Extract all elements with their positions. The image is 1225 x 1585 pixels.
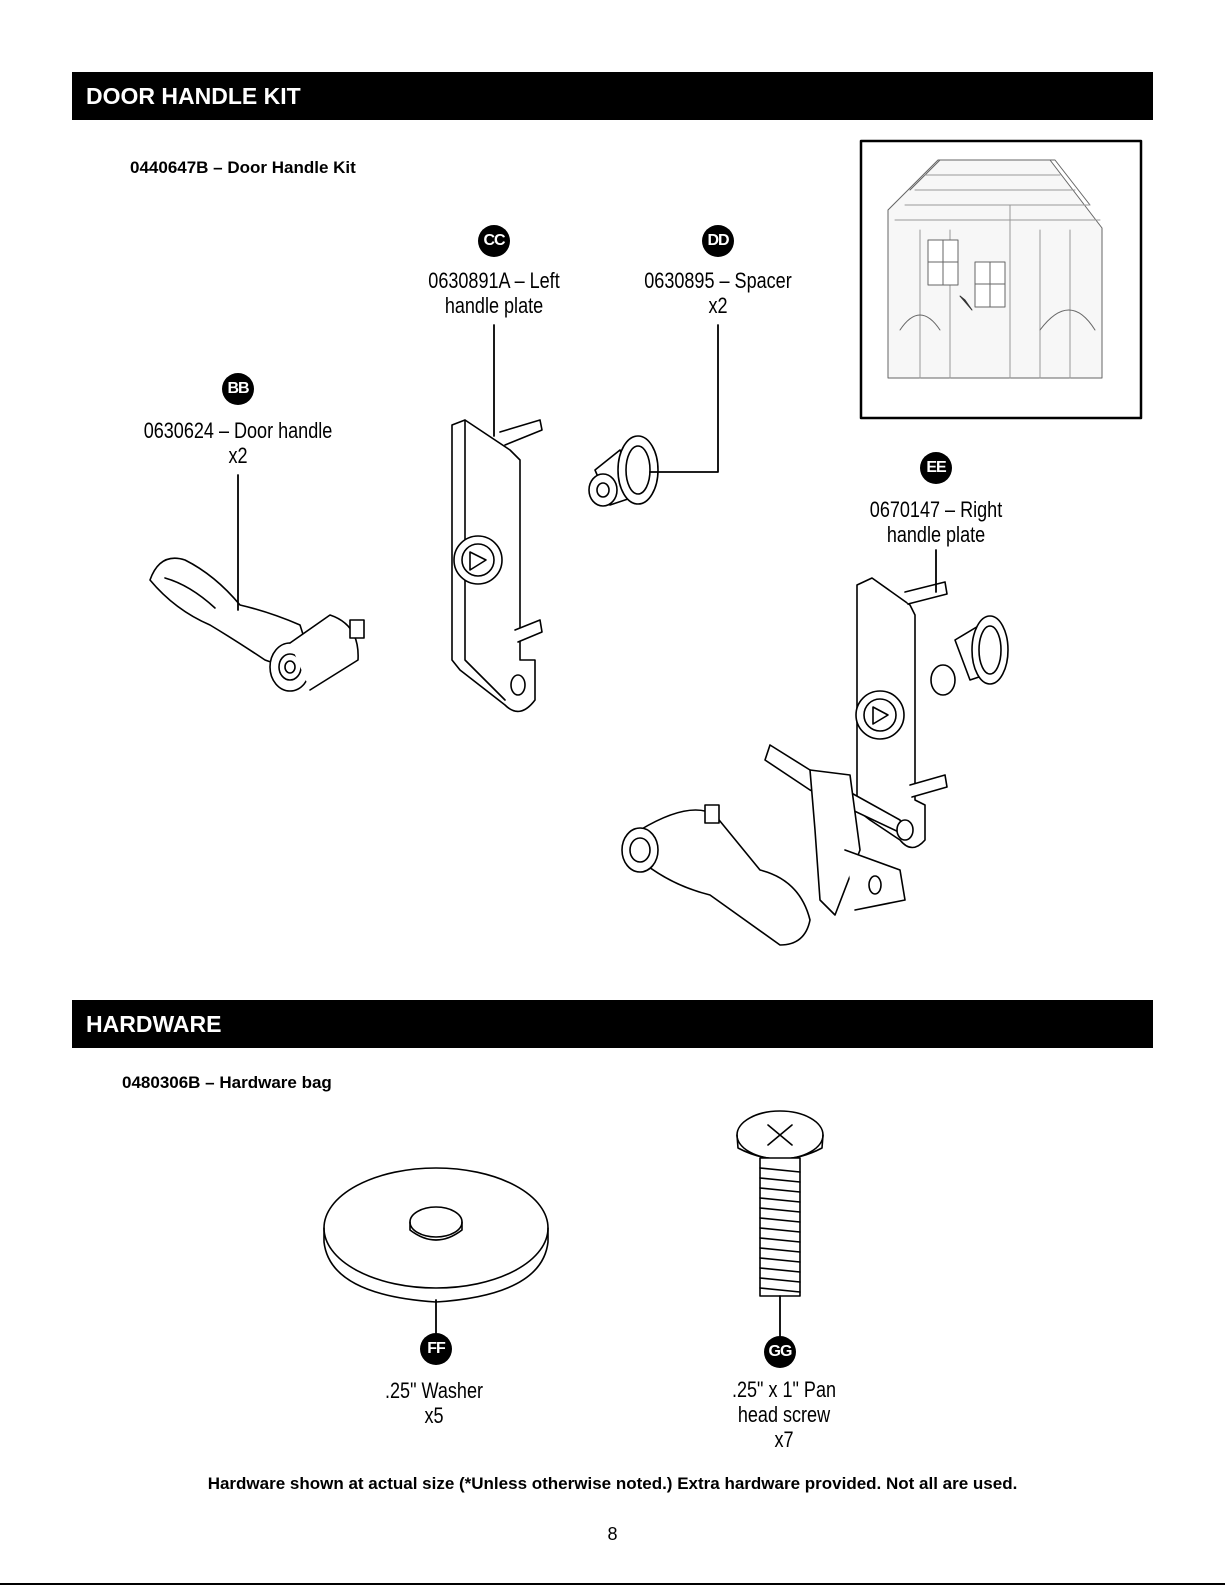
bottom-rule — [0, 1583, 1225, 1585]
door-handle-icon — [149, 557, 365, 692]
part-label-bb: 0630624 – Door handle x2 — [140, 418, 337, 468]
shed-illustration — [859, 139, 1143, 420]
kit-label: 0440647B – Door Handle Kit — [130, 158, 356, 177]
leader-lines — [237, 324, 937, 1337]
part-label-cc: 0630891A – Left handle plate — [404, 268, 584, 318]
door-handle-icon — [621, 804, 811, 946]
part-gg-name: .25" x 1" Pan — [731, 1377, 837, 1402]
pan-head-screw-icon — [736, 1110, 824, 1297]
handle-plate-icon — [764, 577, 1009, 916]
part-dd-name: 0630895 – Spacer — [644, 268, 792, 293]
part-label-ee: 0670147 – Right handle plate — [846, 497, 1026, 547]
hardware-bag-label: 0480306B – Hardware bag — [122, 1073, 332, 1092]
hardware-banner: HARDWARE — [72, 1000, 1153, 1048]
door-handle-kit-banner: DOOR HANDLE KIT — [72, 72, 1153, 120]
part-dd-qty: x2 — [708, 293, 728, 318]
part-label-dd: 0630895 – Spacer x2 — [628, 268, 808, 318]
spacer-icon — [588, 435, 659, 507]
part-cc-name: 0630891A – Left — [428, 268, 560, 293]
part-badge-ee: EE — [920, 452, 952, 484]
handle-plate-icon — [451, 419, 543, 713]
part-badge-bb: BB — [222, 373, 254, 405]
part-gg-desc: head screw — [737, 1402, 831, 1427]
page-number: 8 — [607, 1524, 618, 1544]
washer-icon — [323, 1167, 549, 1303]
part-label-ff: .25" Washer x5 — [352, 1378, 516, 1428]
part-ff-qty: x5 — [424, 1403, 444, 1428]
hardware-note: Hardware shown at actual size (*Unless o… — [207, 1474, 1018, 1493]
part-bb-qty: x2 — [228, 443, 248, 468]
part-bb-name: 0630624 – Door handle — [143, 418, 333, 443]
part-cc-desc: handle plate — [444, 293, 544, 318]
part-gg-qty: x7 — [774, 1427, 794, 1452]
part-badge-ff: FF — [420, 1333, 452, 1365]
part-badge-dd: DD — [702, 225, 734, 257]
part-ee-name: 0670147 – Right — [869, 497, 1003, 522]
part-badge-gg: GG — [764, 1336, 796, 1368]
part-badge-cc: CC — [478, 225, 510, 257]
shed-icon — [887, 159, 1103, 379]
part-ee-desc: handle plate — [886, 522, 986, 547]
part-ff-name: .25" Washer — [385, 1378, 483, 1403]
part-label-gg: .25" x 1" Pan head screw x7 — [702, 1377, 866, 1452]
